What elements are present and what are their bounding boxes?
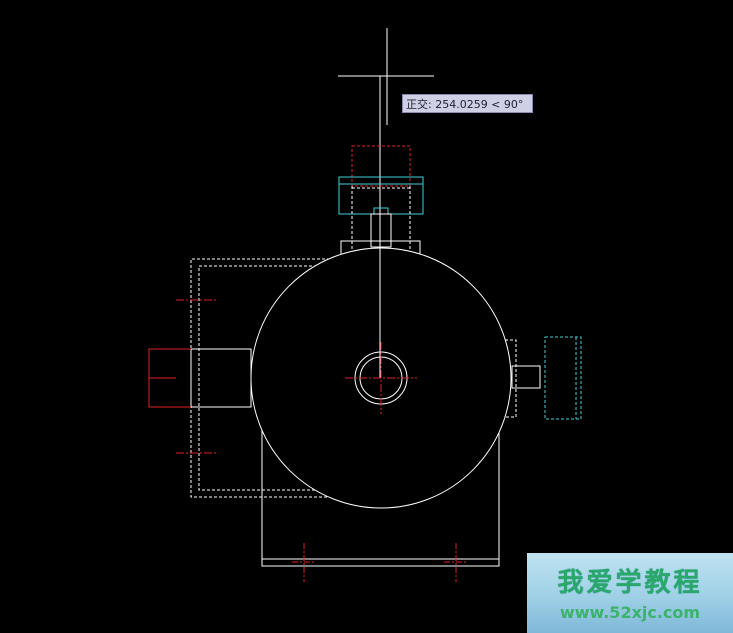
stem-cyan <box>373 207 389 215</box>
right-hidden <box>505 339 517 418</box>
center-cross <box>345 342 417 414</box>
right-shaft <box>511 365 541 389</box>
left-center-lines <box>176 299 216 454</box>
ortho-tooltip: 正交: 254.0259 < 90° <box>402 94 533 113</box>
bottom-center-marks <box>292 543 468 582</box>
stem <box>370 213 392 248</box>
watermark: 我爱学教程 www.52xjc.com <box>527 553 733 633</box>
left-pipe <box>190 348 252 408</box>
watermark-url: www.52xjc.com <box>559 603 701 622</box>
right-cyan-knob <box>544 336 582 420</box>
bottom-base <box>261 430 500 567</box>
top-hidden-red-rect <box>351 145 411 187</box>
top-hidden-lines <box>351 186 411 252</box>
crosshair-cursor <box>338 28 434 125</box>
watermark-title: 我爱学教程 <box>557 568 703 598</box>
